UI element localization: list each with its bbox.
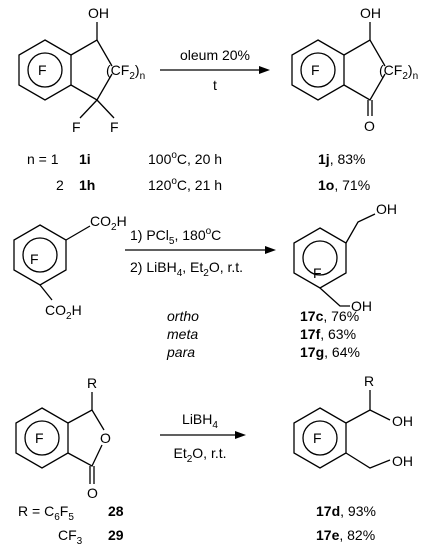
r3-starting-material: F R O O bbox=[15, 375, 111, 501]
r3-product: F R OH OH bbox=[293, 373, 413, 469]
r2-pr-ch2oh-bottom bbox=[319, 287, 350, 307]
r3-sm-ring-o: O bbox=[100, 430, 111, 446]
r3-sm-carbonyl-o: O bbox=[87, 485, 98, 501]
r1-row2-n: 2 bbox=[56, 177, 64, 193]
r2-sm-acid-top: CO2H bbox=[90, 213, 127, 233]
r3-sm-upper-bonds bbox=[67, 409, 105, 431]
r3-row1-r: R = C6F5 bbox=[18, 503, 74, 523]
r2-step-2: 2) LiBH4, Et2O, r.t. bbox=[130, 259, 243, 279]
reaction-2: F CO2H CO2H 1) PCl5, 180oC 2) LiBH4, Et2… bbox=[13, 201, 397, 360]
r2-arrow-head bbox=[265, 246, 276, 254]
r1-pr-ring-f: F bbox=[311, 62, 320, 78]
r1-row2-sm: 1h bbox=[79, 177, 95, 193]
r1-sm-f-bond-1 bbox=[79, 99, 98, 119]
r2-row2-isomer: meta bbox=[167, 326, 198, 342]
r3-reagent-top: LiBH4 bbox=[182, 411, 218, 431]
r3-sm-ring-f: F bbox=[35, 430, 44, 446]
r2-sm-acid-bond-2 bbox=[39, 284, 53, 301]
r3-reagent-bottom: Et2O, r.t. bbox=[173, 445, 226, 465]
r1-sm-chain: (CF2)n bbox=[106, 62, 145, 82]
r3-arrow: LiBH4 Et2O, r.t. bbox=[160, 411, 246, 465]
r2-sm-acid-bond-1 bbox=[65, 225, 91, 241]
r2-row2-product: 17f, 63% bbox=[300, 326, 356, 342]
r1-row1-n: n = 1 bbox=[27, 151, 59, 167]
r1-pr-aromatic-circle bbox=[300, 52, 336, 88]
r2-row1-product: 17c, 76% bbox=[300, 308, 359, 324]
r3-row-1: R = C6F5 28 17d, 93% bbox=[18, 503, 376, 523]
r1-row1-sm: 1i bbox=[79, 151, 91, 167]
r2-row3-product: 17g, 64% bbox=[300, 344, 360, 360]
reaction-3: F R O O LiBH4 Et2O, r.t. F R OH OH R = C… bbox=[15, 373, 413, 547]
r3-row1-sm: 28 bbox=[108, 503, 124, 519]
r1-sm-aromatic-circle bbox=[27, 52, 63, 88]
reaction-1: F OH (CF2)n F F oleum 20% t F OH (CF2)n … bbox=[18, 5, 418, 193]
r2-pr-aromatic-circle bbox=[302, 240, 338, 276]
r1-starting-material: F OH (CF2)n F F bbox=[18, 5, 145, 135]
r2-product: F OH OH bbox=[293, 201, 397, 314]
r1-product: F OH (CF2)n O bbox=[291, 5, 418, 134]
r3-row-2: CF3 29 17e, 82% bbox=[58, 527, 375, 547]
r1-row-2: 2 1h 120oC, 21 h 1o, 71% bbox=[56, 176, 370, 193]
r1-pr-lower-bonds bbox=[343, 73, 386, 101]
r1-pr-chain: (CF2)n bbox=[379, 62, 418, 82]
r2-sm-aromatic-circle bbox=[22, 237, 58, 273]
r2-row1-isomer: ortho bbox=[167, 308, 199, 324]
r3-pr-ring-f: F bbox=[313, 430, 322, 446]
r2-arrow: 1) PCl5, 180oC 2) LiBH4, Et2O, r.t. bbox=[125, 226, 276, 279]
r1-reagent: oleum 20% bbox=[180, 47, 250, 63]
r2-pr-oh-bottom: OH bbox=[351, 298, 372, 314]
r1-row1-conditions: 100oC, 20 h bbox=[148, 150, 222, 167]
r1-pr-oh: OH bbox=[360, 5, 381, 21]
r1-sm-f1: F bbox=[72, 119, 81, 135]
r1-sm-f-bond-2 bbox=[96, 99, 115, 119]
r3-pr-oh-bottom: OH bbox=[392, 453, 413, 469]
r1-condition-t: t bbox=[213, 77, 217, 93]
r2-sm-acid-bottom: CO2H bbox=[45, 302, 82, 322]
r2-pr-oh-top: OH bbox=[376, 201, 397, 217]
r1-row1-product: 1j, 83% bbox=[318, 151, 366, 167]
r3-row2-sm: 29 bbox=[108, 527, 124, 543]
r3-pr-chr-oh bbox=[345, 409, 391, 424]
r2-row3-isomer: para bbox=[166, 344, 195, 360]
r1-row-1: n = 1 1i 100oC, 20 h 1j, 83% bbox=[27, 150, 366, 167]
r1-arrow-head bbox=[259, 66, 270, 74]
r2-starting-material: F CO2H CO2H bbox=[13, 213, 127, 322]
r3-sm-r: R bbox=[87, 375, 97, 391]
r1-row2-product: 1o, 71% bbox=[318, 177, 370, 193]
r1-sm-f2: F bbox=[110, 119, 119, 135]
r3-sm-lower-bonds bbox=[67, 444, 103, 467]
r2-sm-ring-f: F bbox=[30, 251, 39, 267]
r1-arrow: oleum 20% t bbox=[160, 47, 270, 93]
r3-row2-r: CF3 bbox=[58, 527, 83, 547]
r2-rows: ortho 17c, 76% meta 17f, 63% para 17g, 6… bbox=[166, 308, 360, 360]
r3-row1-product: 17d, 93% bbox=[316, 503, 376, 519]
r2-step-1: 1) PCl5, 180oC bbox=[130, 226, 221, 247]
r3-pr-oh-top: OH bbox=[392, 413, 413, 429]
r1-row2-conditions: 120oC, 21 h bbox=[148, 176, 222, 193]
r2-pr-ring-f: F bbox=[313, 265, 322, 281]
r3-pr-ch2oh bbox=[345, 452, 391, 469]
r1-pr-o: O bbox=[364, 118, 375, 134]
r3-pr-r: R bbox=[364, 373, 374, 389]
r1-sm-oh: OH bbox=[88, 5, 109, 21]
r2-sm-benzene-ring bbox=[13, 224, 67, 286]
r3-sm-aromatic-circle bbox=[24, 420, 60, 456]
r3-pr-aromatic-circle bbox=[302, 420, 338, 456]
r3-arrow-head bbox=[235, 431, 246, 439]
r2-pr-ch2oh-top bbox=[345, 213, 376, 244]
r1-sm-ring-f: F bbox=[38, 62, 47, 78]
r3-row2-product: 17e, 82% bbox=[316, 527, 375, 543]
